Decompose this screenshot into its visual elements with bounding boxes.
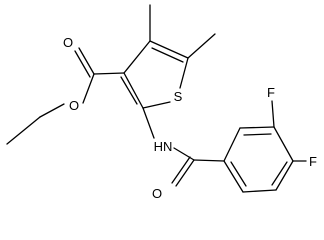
bond-benz-inner-a: [243, 133, 272, 136]
amide-carbonyl-oxygen-label: O: [152, 186, 162, 201]
bond-carbonyl-c3: [93, 72, 125, 75]
bond-c2-c3: [123, 72, 144, 109]
bond-benz-6-1: [223, 160, 244, 193]
bond-carbonyl-double-o-a: [78, 47, 95, 75]
bond-n-carbonyl: [173, 147, 195, 161]
bond-c3-c4: [123, 40, 151, 74]
bonds: [6, 4, 307, 193]
bond-benz-inner-b: [271, 161, 288, 186]
bond-benz-4-5: [275, 160, 294, 191]
bond-c3-fluorine: [271, 100, 275, 128]
bond-c5-methyl: [187, 33, 216, 59]
atom-labels: O O S HN O F F: [63, 35, 317, 201]
bond-c2-n: [142, 107, 155, 139]
bond-amide-double-o-a: [175, 159, 195, 187]
bond-methyl-ch2: [6, 116, 41, 145]
bond-benz-2-3: [239, 126, 275, 129]
bond-benz-inner-c: [230, 161, 247, 187]
bond-c4-c5-inner: [151, 47, 184, 63]
bond-c4-c5: [149, 40, 189, 59]
bond-c5-s: [179, 57, 189, 89]
bond-benz-3-4: [273, 126, 294, 162]
bond-amide-double-o-b: [171, 156, 191, 184]
bond-carbonyl-double-o-b: [74, 50, 91, 78]
bond-benz-5-6: [242, 189, 277, 193]
bond-o-carbonyl: [82, 73, 95, 104]
ester-carbonyl-oxygen-label: O: [63, 35, 73, 50]
amide-nitrogen-label: HN: [154, 139, 173, 154]
ester-ether-oxygen-label: O: [69, 98, 79, 113]
bond-carbonyl-ring: [193, 159, 225, 162]
bond-c2-c3-inner: [120, 76, 138, 105]
molecule-diagram: O O S HN O F F: [6, 4, 317, 201]
bond-ch2-o: [39, 103, 65, 118]
bond-benz-1-2: [223, 127, 241, 162]
fluorine-3-label: F: [267, 85, 275, 100]
fluorine-4-label: F: [309, 154, 317, 169]
thiophene-sulfur-label: S: [174, 89, 183, 104]
bond-s-c2: [142, 101, 171, 109]
